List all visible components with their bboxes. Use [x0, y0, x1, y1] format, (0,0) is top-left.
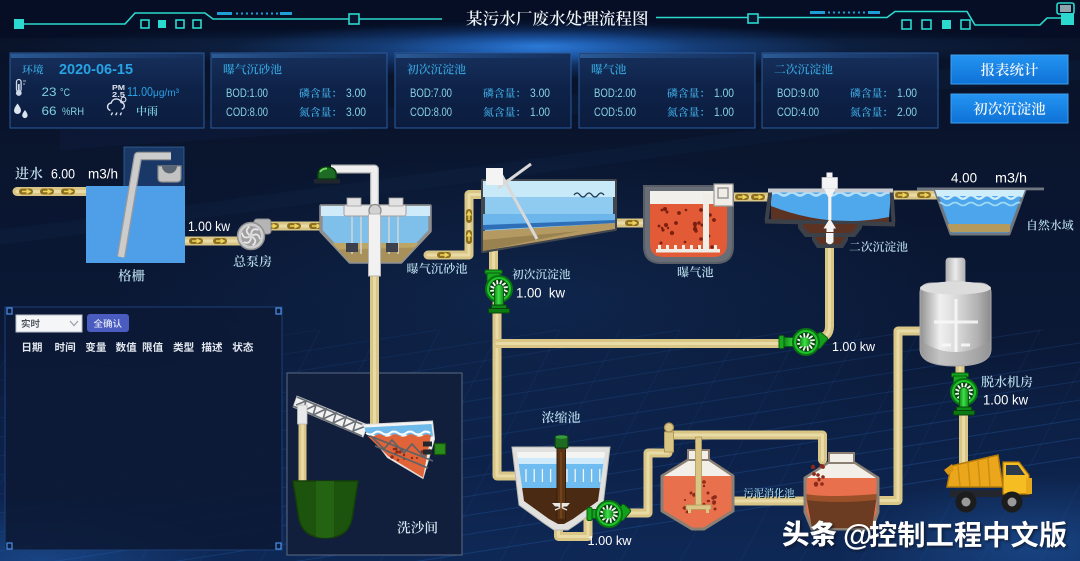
- svg-text:BOD:2.00: BOD:2.00: [594, 86, 636, 100]
- svg-text:1.00 kw: 1.00 kw: [588, 533, 633, 548]
- svg-text:4.00: 4.00: [951, 170, 977, 186]
- svg-text:3.00: 3.00: [530, 86, 550, 100]
- svg-text:2.00: 2.00: [897, 105, 917, 119]
- svg-text:1.00 kw: 1.00 kw: [188, 218, 231, 234]
- svg-text:2.5: 2.5: [112, 90, 125, 99]
- svg-text:1.00 kw: 1.00 kw: [516, 285, 566, 301]
- svg-text:11.00: 11.00: [127, 84, 153, 99]
- svg-text:@: @: [845, 521, 874, 554]
- svg-text:m3/h: m3/h: [995, 170, 1027, 186]
- svg-text:1.00 kw: 1.00 kw: [983, 392, 1029, 408]
- svg-text:6.00: 6.00: [51, 166, 75, 182]
- svg-text:23: 23: [42, 85, 57, 99]
- svg-text:m3/h: m3/h: [88, 166, 118, 182]
- svg-text:%RH: %RH: [62, 106, 84, 118]
- svg-text:66: 66: [42, 104, 57, 118]
- svg-text:BOD:9.00: BOD:9.00: [777, 86, 819, 100]
- svg-text:BOD:7.00: BOD:7.00: [410, 86, 452, 100]
- svg-text:COD:5.00: COD:5.00: [594, 105, 636, 119]
- svg-text:@: @: [843, 519, 872, 552]
- svg-text:3.00: 3.00: [346, 105, 366, 119]
- svg-text:BOD:1.00: BOD:1.00: [226, 86, 268, 100]
- svg-text:1.00 kw: 1.00 kw: [832, 339, 876, 354]
- svg-text:1.00: 1.00: [530, 105, 550, 119]
- svg-text:1.00: 1.00: [714, 105, 734, 119]
- svg-text:1.00: 1.00: [897, 86, 917, 100]
- svg-text:°C: °C: [60, 87, 70, 99]
- svg-text:μg/m³: μg/m³: [153, 88, 180, 99]
- svg-text:COD:4.00: COD:4.00: [777, 105, 819, 119]
- svg-text:1.00: 1.00: [714, 86, 734, 100]
- svg-text:3.00: 3.00: [346, 86, 366, 100]
- svg-text:COD:8.00: COD:8.00: [226, 105, 268, 119]
- svg-text:PM: PM: [112, 83, 125, 92]
- svg-text:COD:8.00: COD:8.00: [410, 105, 452, 119]
- svg-text:2020-06-15: 2020-06-15: [59, 62, 133, 78]
